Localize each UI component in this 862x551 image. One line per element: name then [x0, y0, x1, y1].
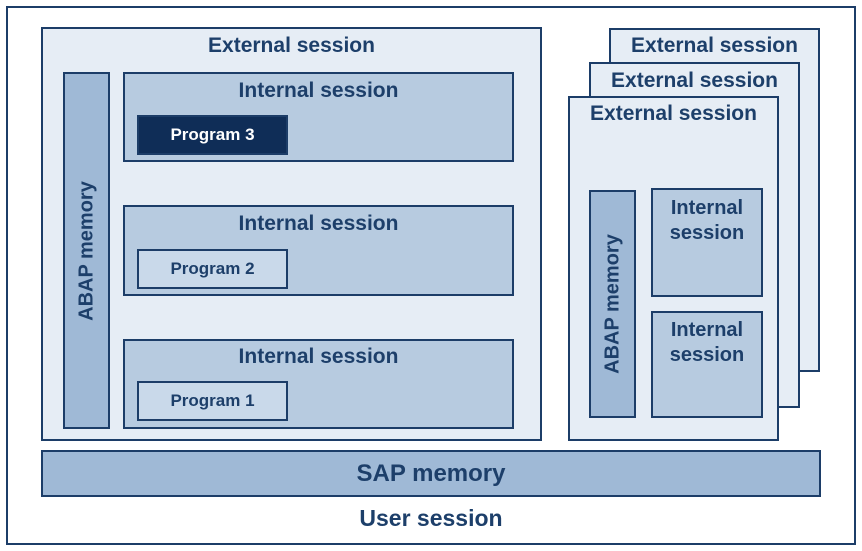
- program-1-box: Program 1: [137, 381, 288, 421]
- external-session-main-title: External session: [208, 34, 375, 57]
- abap-memory-main: [63, 72, 110, 429]
- sap-memory-bar: SAP memory: [41, 450, 821, 497]
- internal-session-1-title: Internal session: [238, 79, 399, 102]
- abap-memory-front-label: ABAP memory: [601, 234, 624, 374]
- front-internal-session-2-title: Internal session: [669, 319, 745, 366]
- front-internal-session-2: [651, 311, 763, 418]
- external-session-front-title: External session: [590, 102, 757, 125]
- front-internal-session-1: [651, 188, 763, 297]
- abap-memory-main-label: ABAP memory: [75, 181, 98, 321]
- program-3-box: Program 3: [137, 115, 288, 155]
- external-session-back-title: External session: [631, 34, 798, 57]
- user-session-label: User session: [359, 505, 503, 531]
- abap-memory-front: [589, 190, 636, 418]
- external-session-middle-title: External session: [611, 69, 778, 92]
- program-2-box: Program 2: [137, 249, 288, 289]
- internal-session-3-title: Internal session: [238, 345, 399, 368]
- internal-session-2-title: Internal session: [238, 212, 399, 235]
- front-internal-session-1-title: Internal session: [669, 197, 745, 244]
